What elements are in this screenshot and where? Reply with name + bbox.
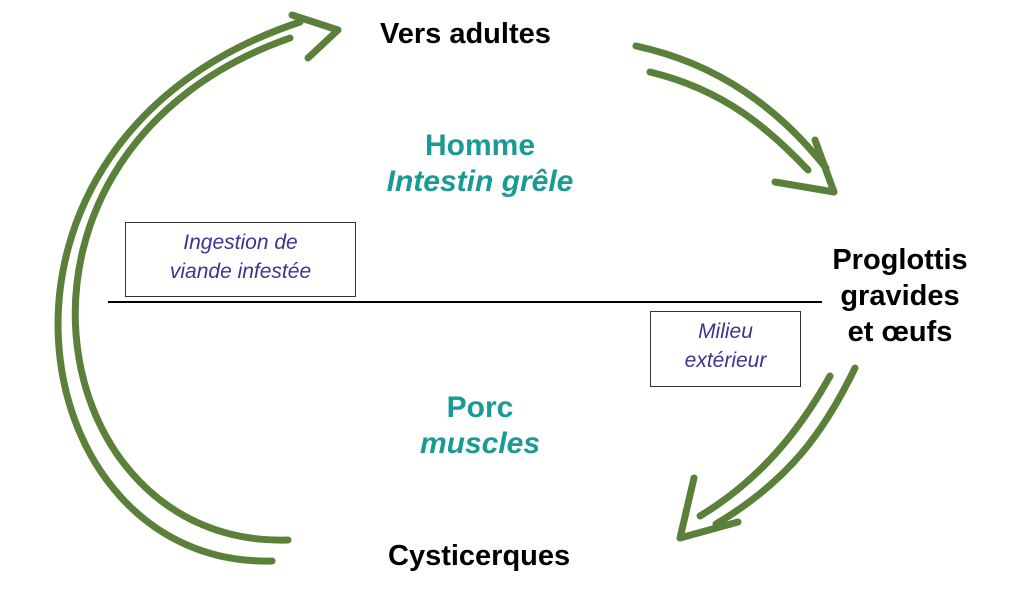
stage-proglottis-line3: et œufs	[847, 316, 953, 348]
arrow-cysticerques-to-adults	[54, 11, 342, 565]
host-pig: Porc muscles	[380, 390, 580, 462]
note-environment-line1: Milieu	[698, 320, 753, 343]
stage-proglottis: Proglottis gravides et œufs	[820, 242, 980, 350]
host-pig-name: Porc	[446, 391, 514, 424]
note-environment-line2: extérieur	[684, 349, 767, 372]
host-human-name: Homme	[424, 129, 536, 162]
stage-cysticerques: Cysticerques	[388, 540, 571, 572]
stage-proglottis-line1: Proglottis	[832, 244, 968, 276]
note-environment: Milieu extérieur	[650, 311, 801, 387]
note-ingestion-line1: Ingestion de	[183, 231, 298, 254]
arrow-proglottis-to-cysticerques	[676, 364, 859, 542]
host-pig-site: muscles	[419, 427, 541, 460]
arrow-adults-to-proglottis	[632, 42, 838, 196]
host-human: Homme Intestin grêle	[360, 128, 600, 200]
host-human-site: Intestin grêle	[386, 165, 574, 198]
stage-proglottis-line2: gravides	[840, 280, 960, 312]
note-ingestion: Ingestion de viande infestée	[125, 222, 356, 297]
note-ingestion-line2: viande infestée	[169, 260, 312, 283]
stage-adults: Vers adultes	[380, 18, 551, 50]
